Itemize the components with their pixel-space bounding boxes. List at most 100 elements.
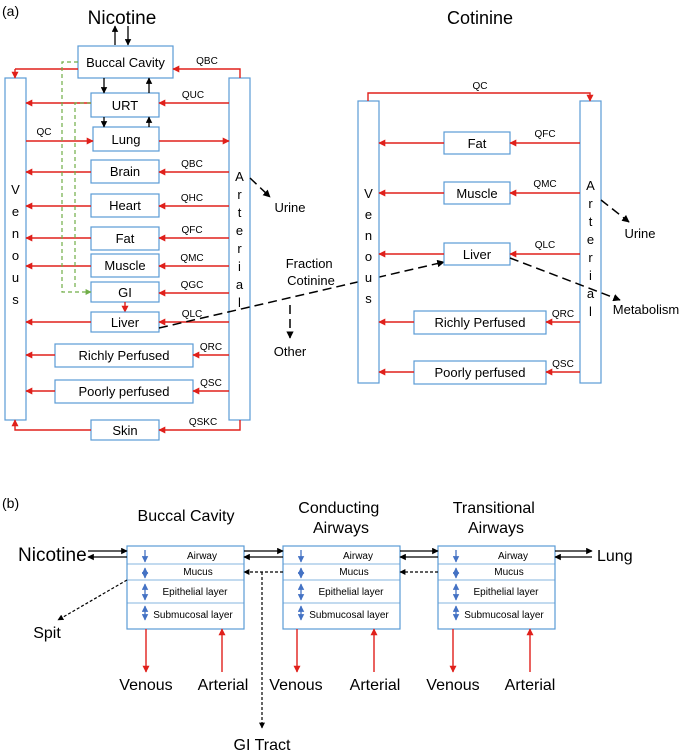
buccal-venous-label: Venous: [119, 677, 172, 694]
flow-qc: QC: [37, 127, 52, 138]
layer-mucus: Mucus: [494, 567, 523, 578]
flow-qbc: QBC: [181, 159, 203, 170]
cotinine-urine-label: Urine: [624, 226, 655, 241]
layer-epithelial: Epithelial layer: [318, 587, 384, 598]
venous-letter: e: [12, 204, 19, 219]
venous-letter: V: [11, 182, 20, 197]
fraction-cotinine-line1: Fraction: [286, 256, 333, 271]
venous-letter: n: [12, 226, 19, 241]
flow-quc: QUC: [182, 90, 204, 101]
cot-arterial-letter: e: [587, 232, 594, 247]
other-label: Other: [274, 344, 307, 359]
buccal-cavity-box: [77, 45, 174, 79]
metabolism-label: Metabolism: [613, 302, 679, 317]
spit-arrow: [57, 579, 128, 621]
layer-airway: Airway: [187, 551, 217, 562]
layer-submucosal: Submucosal layer: [153, 610, 233, 621]
nicotine-title: Nicotine: [88, 8, 157, 29]
layer-epithelial: Epithelial layer: [162, 587, 228, 598]
flow-qskc: QSKC: [189, 417, 217, 428]
cotinine-urine-arrow: [600, 199, 630, 223]
flow-qbc-top: QBC: [196, 56, 218, 67]
buccal-cavity-label: Buccal Cavity: [86, 55, 165, 70]
cot-flow-qc: [367, 92, 594, 102]
arterial-letter: e: [236, 223, 243, 238]
layer-mucus: Mucus: [183, 567, 212, 578]
cot-flow-qrc: QRC: [552, 309, 574, 320]
layer-submucosal: Submucosal layer: [464, 610, 544, 621]
arterial-letter: A: [235, 169, 244, 184]
flow-qgc: QGC: [181, 280, 204, 291]
cot-flow-qmc: QMC: [533, 179, 556, 190]
cot-richly-perfused-label: Richly Perfused: [434, 315, 525, 330]
arterial-letter: t: [238, 205, 242, 220]
panel-a-label: (a): [2, 3, 19, 19]
arterial-label: A r t e r i a l: [235, 169, 244, 310]
lung-output-label: Lung: [597, 548, 633, 565]
layer-epithelial: Epithelial layer: [473, 587, 539, 598]
flow-qfc: QFC: [181, 225, 202, 236]
arterial-letter: a: [236, 277, 244, 292]
lung-label: Lung: [112, 132, 141, 147]
region-title-conducting-line2: Airways: [313, 520, 369, 537]
fraction-cotinine-arrow: [158, 259, 445, 329]
flow-qmc: QMC: [180, 253, 203, 264]
transitional-venous-label: Venous: [426, 677, 479, 694]
region-box-buccal: Airway Mucus Epithelial layer Submucosal…: [126, 545, 245, 630]
fat-label: Fat: [116, 231, 135, 246]
skin-label: Skin: [112, 423, 137, 438]
cot-arterial-letter: r: [588, 250, 593, 265]
cot-arterial-letter: A: [586, 178, 595, 193]
venous-letter: u: [12, 270, 19, 285]
flow-qhc: QHC: [181, 193, 203, 204]
cot-arterial-label: A r t e r i a l: [586, 178, 595, 319]
cot-venous-letter: V: [364, 186, 373, 201]
layer-airway: Airway: [343, 551, 373, 562]
cot-liver-label: Liver: [463, 247, 492, 262]
nicotine-input-label: Nicotine: [18, 545, 87, 566]
cot-venous-letter: u: [365, 270, 372, 285]
cot-venous-letter: n: [365, 228, 372, 243]
region-title-transitional-line1: Transitional: [453, 500, 535, 517]
spit-label: Spit: [33, 625, 61, 642]
region-title-buccal: Buccal Cavity: [138, 508, 235, 525]
nicotine-urine-label: Urine: [274, 200, 305, 215]
cot-venous-letter: e: [365, 207, 372, 222]
region-title-conducting-line1: Conducting: [298, 500, 379, 517]
transitional-arterial-label: Arterial: [505, 677, 556, 694]
gi-tract-label: GI Tract: [234, 737, 291, 754]
liver-label: Liver: [111, 315, 140, 330]
cot-flow-qsc: QSC: [552, 359, 574, 370]
brain-label: Brain: [110, 164, 140, 179]
urt-label: URT: [112, 98, 139, 113]
gi-label: GI: [118, 285, 132, 300]
region-box-conducting: Airway Mucus Epithelial layer Submucosal…: [282, 545, 401, 630]
cot-fat-label: Fat: [468, 136, 487, 151]
cot-venous-letter: o: [365, 249, 372, 264]
heart-label: Heart: [109, 198, 141, 213]
cot-arterial-letter: t: [589, 214, 593, 229]
region-title-transitional: Transitional Airways: [453, 500, 540, 537]
flow-qrc: QRC: [200, 342, 222, 353]
flow-buccal-arterial: [172, 65, 241, 78]
venous-label: V e n o u s: [11, 182, 20, 307]
poorly-perfused-label: Poorly perfused: [78, 384, 169, 399]
flow-qsc: QSC: [200, 378, 222, 389]
richly-perfused-label: Richly Perfused: [78, 348, 169, 363]
panel-a: (a) Nicotine Cotinine V e n o u s A r t …: [2, 3, 679, 441]
cot-arterial-letter: i: [589, 268, 592, 283]
buccal-arterial-label: Arterial: [198, 677, 249, 694]
urt-box: [90, 92, 160, 118]
venous-letter: o: [12, 248, 19, 263]
arterial-letter: l: [238, 295, 241, 310]
cot-arterial-letter: l: [589, 304, 592, 319]
muscle-label: Muscle: [104, 258, 145, 273]
layer-airway: Airway: [498, 551, 528, 562]
cot-venous-letter: s: [365, 291, 372, 306]
cot-arterial-letter: r: [588, 196, 593, 211]
layer-mucus: Mucus: [339, 567, 368, 578]
flow-qlc: QLC: [182, 309, 203, 320]
cot-venous-label: V e n o u s: [364, 186, 373, 306]
region-title-transitional-line2: Airways: [468, 520, 524, 537]
